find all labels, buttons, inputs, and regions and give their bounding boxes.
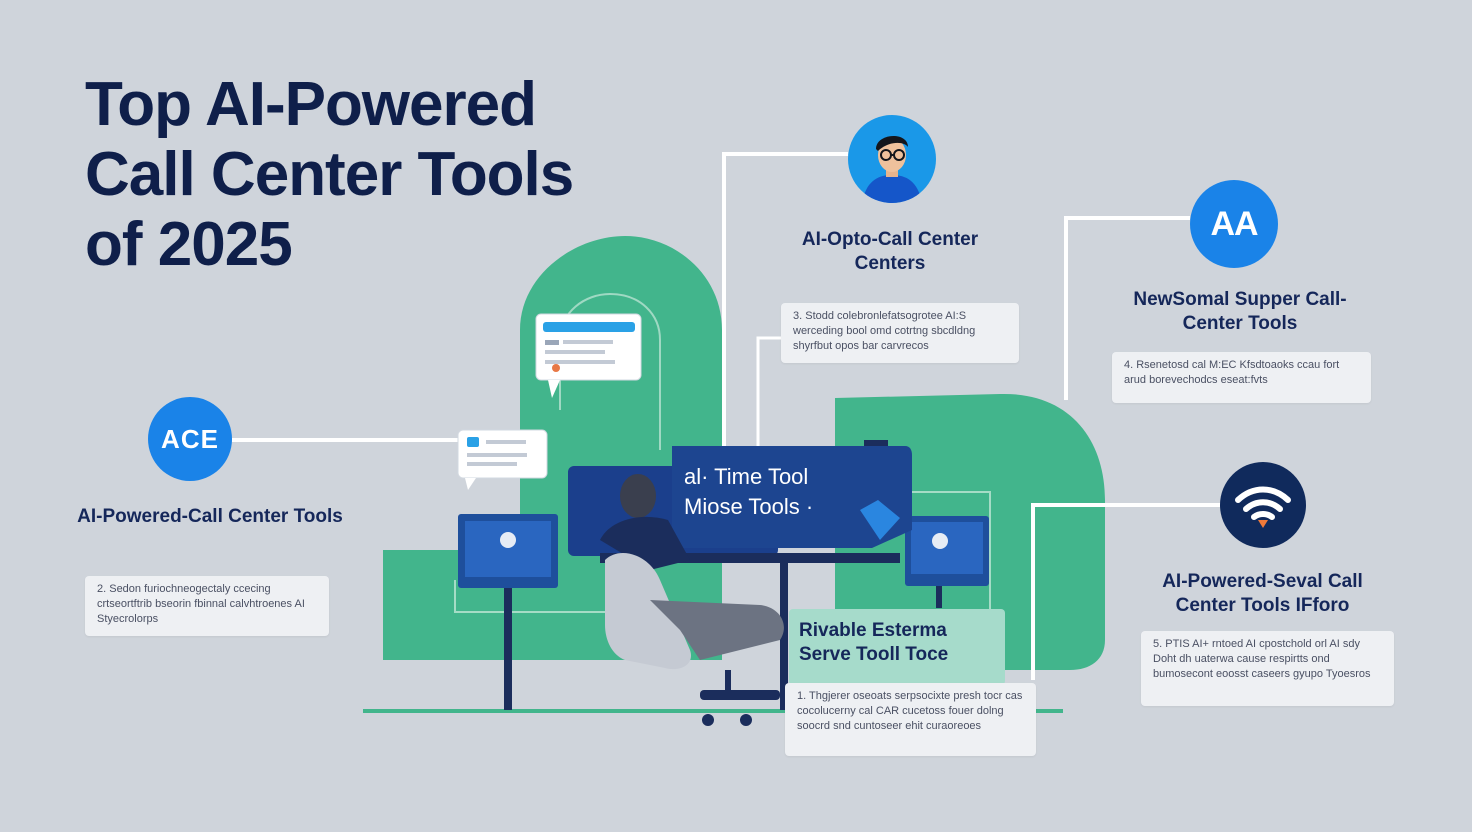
green-banner-label: Rivable Esterma Serve Tooll Toce [789, 609, 1005, 685]
info-card-ai-powered-seval: 5. PTIS AI+ rntoed AI cpostchold orl AI … [1141, 631, 1394, 706]
person-avatar-drawing [862, 135, 922, 203]
connector-aa [1064, 216, 1190, 400]
page-title-line3: of 2025 [85, 210, 293, 279]
wifi-icon [1220, 462, 1306, 548]
monitor-label-line2: Miose Tools · [684, 494, 814, 519]
small-device [860, 500, 900, 540]
page-title: Top AI-Powered Call Center Tools of 2025 [85, 70, 645, 280]
big-monitor-front [672, 446, 912, 548]
connector-wifi [1031, 503, 1220, 680]
banner-line1: Rivable Esterma [799, 620, 947, 641]
banner-line2: Serve Tooll Toce [799, 644, 949, 665]
ace-badge-label: ACE [161, 423, 219, 454]
desk [600, 553, 900, 563]
node-title-ai-opto-call-center: AI-Opto-Call Center Centers [801, 229, 979, 274]
page-title-line2: Call Center Tools [85, 140, 574, 209]
node-title-newsomal-support: NewSomal Supper Call-Center Tools [1133, 289, 1347, 334]
connector-person [722, 152, 848, 450]
node-title-ai-powered-call-center: AI-Powered-Call Center Tools [77, 506, 343, 527]
aa-badge-label: AA [1210, 204, 1258, 243]
person-legs [650, 600, 784, 660]
outline-loop-bottom [454, 580, 620, 613]
page-title-line1: Top AI-Powered [85, 70, 537, 139]
person-body [600, 516, 690, 570]
info-card-workstation: 1. Thgjerer oseoats serpsocixte presh to… [785, 683, 1036, 756]
monitor-screen-label: al· Time Tool Miose Tools · [684, 462, 894, 522]
ground-line [363, 709, 1063, 713]
chair [605, 552, 691, 670]
ace-badge-icon: ACE [148, 397, 232, 481]
info-card-ai-powered: 2. Sedon furiochneogectaly ccecing crtse… [85, 576, 329, 636]
aa-badge-icon: AA [1190, 180, 1278, 268]
info-card-ai-opto: 3. Stodd colebronlefatsogrotee AI:S werc… [781, 303, 1019, 363]
person-head [620, 474, 656, 518]
wifi-icon-drawing [1235, 486, 1291, 528]
node-title-ai-powered-seval: AI-Powered-Seval Call Center Tools IFfor… [1162, 571, 1363, 616]
green-arch-shape [383, 236, 722, 660]
monitor-label-line1: al· Time Tool [684, 464, 809, 489]
connector-card2 [756, 336, 781, 450]
info-card-newsomal: 4. Rsenetosd cal M:EC Kfsdtoaoks ccau fo… [1112, 352, 1371, 403]
person-avatar-icon [848, 115, 936, 203]
